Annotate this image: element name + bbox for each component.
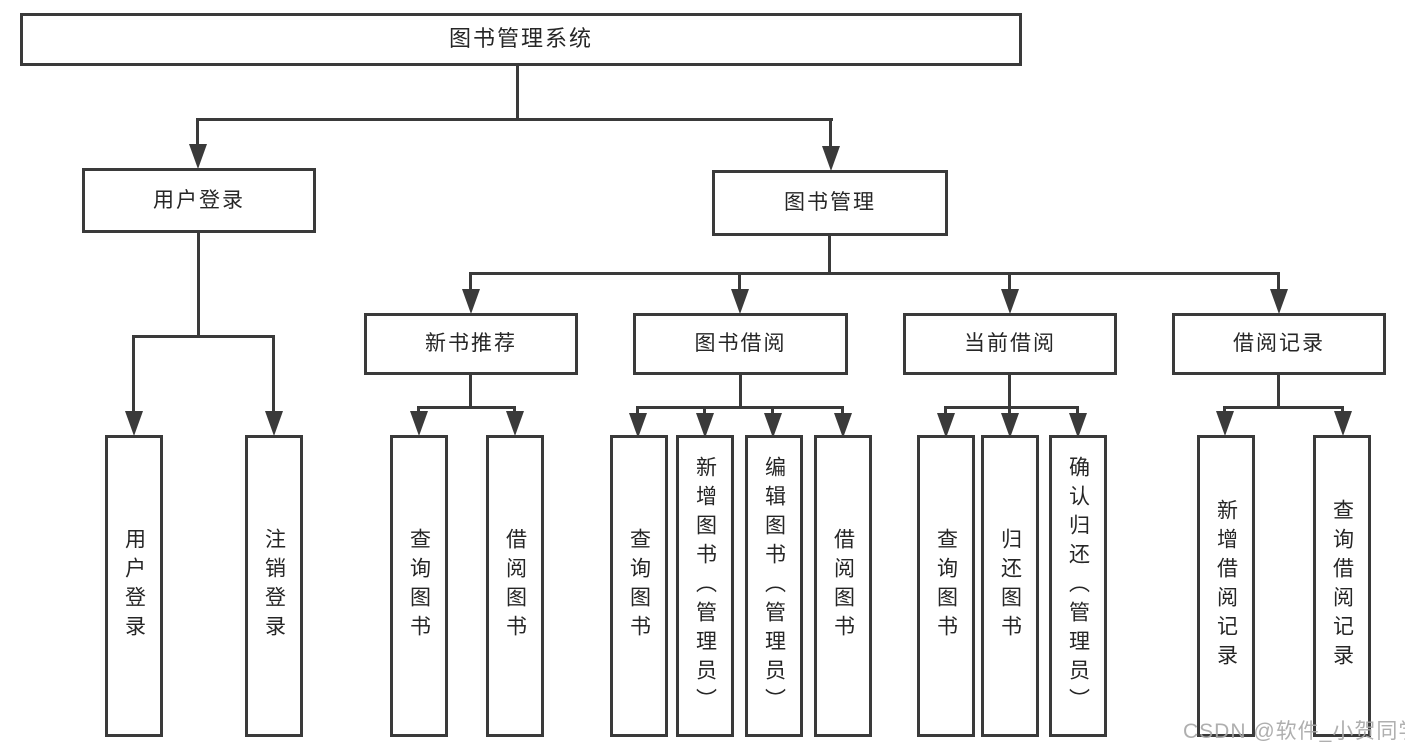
arrow-down-icon [1334,411,1352,436]
arrow-down-icon [764,413,782,438]
leaf-query-books-recommend: 查询图书 [390,435,448,737]
leaf-confirm-return-admin: 确认归还（管理员） [1049,435,1107,737]
node-book-management: 图书管理 [712,170,948,236]
connector-line [469,272,472,293]
arrow-down-icon [1216,411,1234,436]
arrow-down-icon [189,144,207,169]
node-root-system: 图书管理系统 [20,13,1022,66]
connector-line [1008,406,1011,417]
csdn-watermark: CSDN @软件_小贺同学 [1183,720,1405,743]
connector-line [636,406,639,417]
node-new-book-recommend: 新书推荐 [364,313,578,375]
node-borrow-record: 借阅记录 [1172,313,1386,375]
leaf-return-books: 归还图书 [981,435,1039,737]
connector-line [417,406,420,415]
arrow-down-icon [506,411,524,436]
connector-line [197,233,200,335]
connector-line [1008,272,1011,293]
connector-line [1277,272,1280,293]
connector-line [469,375,472,406]
connector-line [1223,406,1226,415]
arrow-down-icon [1001,289,1019,314]
arrow-down-icon [125,411,143,436]
connector-line [471,272,1279,275]
connector-line [196,118,833,121]
connector-line [841,406,844,417]
arrow-down-icon [937,413,955,438]
connector-line [1341,406,1344,415]
arrow-down-icon [1069,413,1087,438]
connector-line [703,406,706,417]
connector-line [132,335,135,415]
connector-line [419,406,515,409]
leaf-user-login: 用户登录 [105,435,163,737]
connector-line [134,335,275,338]
arrow-down-icon [834,413,852,438]
connector-line [1225,406,1344,409]
connector-line [944,406,947,417]
arrow-down-icon [410,411,428,436]
connector-line [829,118,832,150]
arrow-down-icon [731,289,749,314]
arrow-down-icon [696,413,714,438]
leaf-query-books-borrow: 查询图书 [610,435,668,737]
connector-line [1008,375,1011,406]
leaf-borrow-books: 借阅图书 [814,435,872,737]
leaf-query-borrow-record: 查询借阅记录 [1313,435,1371,737]
connector-line [738,272,741,293]
node-book-borrow: 图书借阅 [633,313,848,375]
arrow-down-icon [1001,413,1019,438]
connector-line [638,406,843,409]
connector-line [513,406,516,415]
connector-line [272,335,275,415]
connector-line [1277,375,1280,406]
arrow-down-icon [629,413,647,438]
node-user-login: 用户登录 [82,168,316,233]
node-current-borrow: 当前借阅 [903,313,1117,375]
leaf-borrow-books-recommend: 借阅图书 [486,435,544,737]
connector-line [771,406,774,417]
leaf-add-borrow-record: 新增借阅记录 [1197,435,1255,737]
connector-line [1076,406,1079,417]
connector-line [516,66,519,118]
leaf-logout: 注销登录 [245,435,303,737]
arrow-down-icon [1270,289,1288,314]
connector-line [739,375,742,406]
arrow-down-icon [462,289,480,314]
leaf-query-books-current: 查询图书 [917,435,975,737]
connector-line [828,236,831,272]
connector-line [196,118,199,148]
leaf-edit-books-admin: 编辑图书（管理员） [745,435,803,737]
connector-line [946,406,1078,409]
arrow-down-icon [822,146,840,171]
arrow-down-icon [265,411,283,436]
leaf-add-books-admin: 新增图书（管理员） [676,435,734,737]
